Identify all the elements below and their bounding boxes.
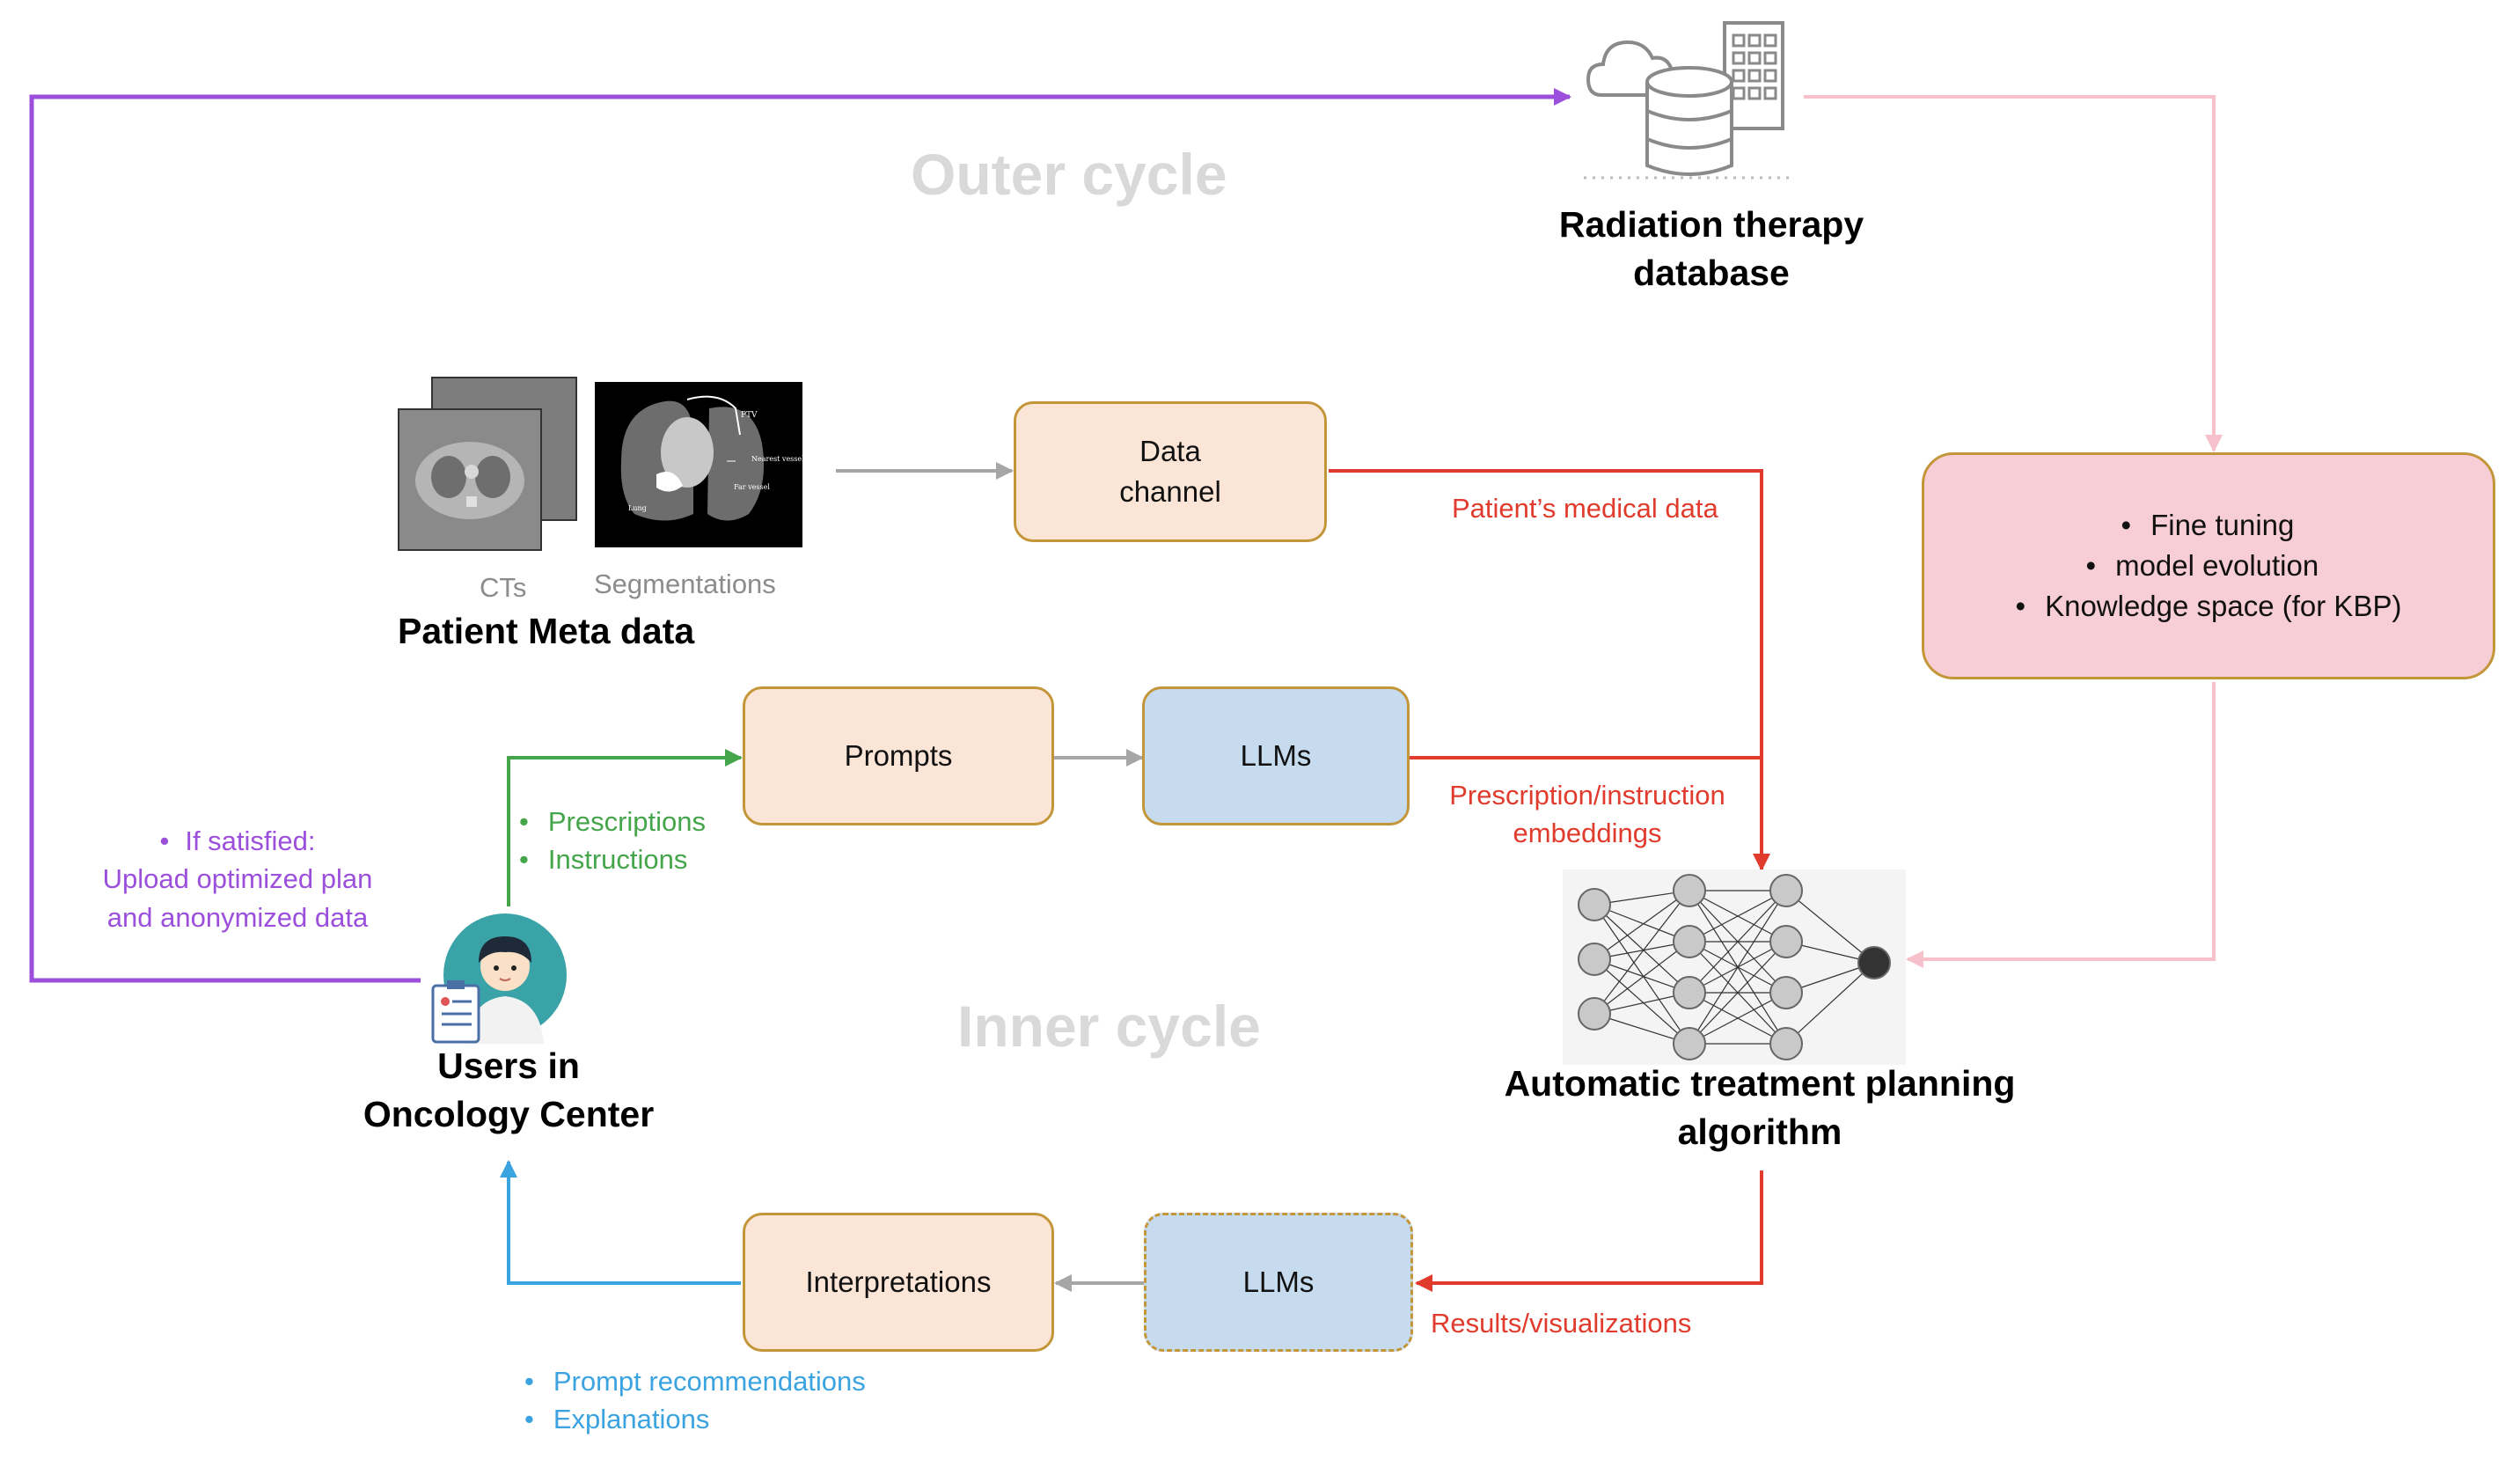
ct-caption: CTs: [480, 572, 527, 603]
seg-label-lung: Lung: [628, 504, 647, 512]
nn-edge: [1689, 890, 1787, 943]
nn-edge: [1785, 890, 1875, 964]
seg-label-ptv: PTV: [741, 411, 758, 420]
nn-node: [1673, 925, 1706, 958]
nn-edge: [1785, 962, 1875, 1045]
seg-label-far: Far vessel: [734, 483, 770, 491]
database-icon: [1584, 21, 1795, 180]
blue-item-explanations: Explanations: [524, 1400, 866, 1438]
nn-edge: [1593, 904, 1690, 1045]
nn-edge: [1689, 890, 1787, 994]
nn-edge: [1593, 958, 1690, 1045]
nn-edge: [1593, 904, 1690, 943]
segmentation-image: PTV Nearest vessel Far vessel Lung: [595, 382, 802, 547]
nn-node: [1673, 976, 1706, 1009]
nn-edge: [1593, 904, 1690, 994]
segmentation-caption: Segmentations: [594, 569, 776, 599]
inner-cycle-label: Inner cycle: [957, 994, 1261, 1059]
users-to-prompts-connector: [507, 749, 743, 906]
nn-node: [1857, 946, 1891, 979]
neural-network-icon: [1563, 869, 1906, 1065]
model-item-evolution: model evolution: [2016, 546, 2402, 586]
model-evolution-box: Fine tuning model evolution Knowledge sp…: [1922, 452, 2495, 679]
model-to-algorithm-connector: [1906, 682, 2216, 968]
llms-top-box: LLMs: [1142, 686, 1410, 825]
green-item-prescriptions: Prescriptions: [519, 803, 706, 840]
nn-node: [1769, 976, 1803, 1009]
prompts-box: Prompts: [743, 686, 1054, 825]
nn-node: [1578, 943, 1611, 976]
nn-node: [1769, 925, 1803, 958]
channel-to-algorithm-connector: [1329, 469, 1770, 871]
interpretation-outputs-list: Prompt recommendations Explanations: [524, 1362, 866, 1439]
nn-edge: [1593, 958, 1690, 994]
outer-cycle-label: Outer cycle: [911, 142, 1227, 207]
ct-image-front: [398, 408, 542, 551]
nn-edge: [1593, 941, 1690, 1015]
green-item-instructions: Instructions: [519, 840, 706, 878]
patient-meta-title: Patient Meta data: [398, 611, 695, 651]
seg-label-nearest: Nearest vessel: [751, 455, 802, 463]
database-to-model-connector: [1804, 95, 2223, 452]
nn-edge: [1593, 890, 1690, 1015]
nn-node: [1673, 1027, 1706, 1060]
nn-edge: [1689, 941, 1787, 1045]
nn-node: [1578, 997, 1611, 1031]
algorithm-to-llms-connector: [1415, 1170, 1763, 1292]
nn-edge: [1593, 890, 1690, 960]
data-channel-box: Data channel: [1014, 401, 1327, 542]
blue-item-prompt-recommendations: Prompt recommendations: [524, 1362, 866, 1400]
llms-bottom-box: LLMs: [1144, 1213, 1413, 1352]
users-title: Users in Oncology Center: [363, 1045, 655, 1135]
nn-node: [1673, 874, 1706, 907]
interpretations-box: Interpretations: [743, 1213, 1054, 1352]
upload-condition-label: •If satisfied: Upload optimized plan and…: [102, 825, 373, 933]
prompt-inputs-list: Prescriptions Instructions: [519, 803, 706, 879]
embeddings-label: Prescription/instruction embeddings: [1449, 780, 1725, 849]
database-title: Radiation therapy database: [1558, 204, 1864, 294]
patient-medical-data-label: Patient’s medical data: [1452, 493, 1718, 524]
nn-node: [1769, 874, 1803, 907]
nn-node: [1769, 1027, 1803, 1060]
model-item-fine-tuning: Fine tuning: [2016, 505, 2402, 546]
outer-upload-connector: [29, 88, 1571, 983]
model-item-knowledge: Knowledge space (for KBP): [2016, 586, 2401, 627]
algorithm-title: Automatic treatment planning algorithm: [1504, 1063, 2016, 1153]
interpretations-to-users-connector: [500, 1160, 741, 1285]
nn-edge: [1689, 890, 1787, 1045]
nn-edge: [1689, 992, 1787, 1045]
doctor-avatar: [431, 913, 567, 1044]
results-label: Results/visualizations: [1431, 1308, 1692, 1339]
nn-node: [1578, 888, 1611, 921]
